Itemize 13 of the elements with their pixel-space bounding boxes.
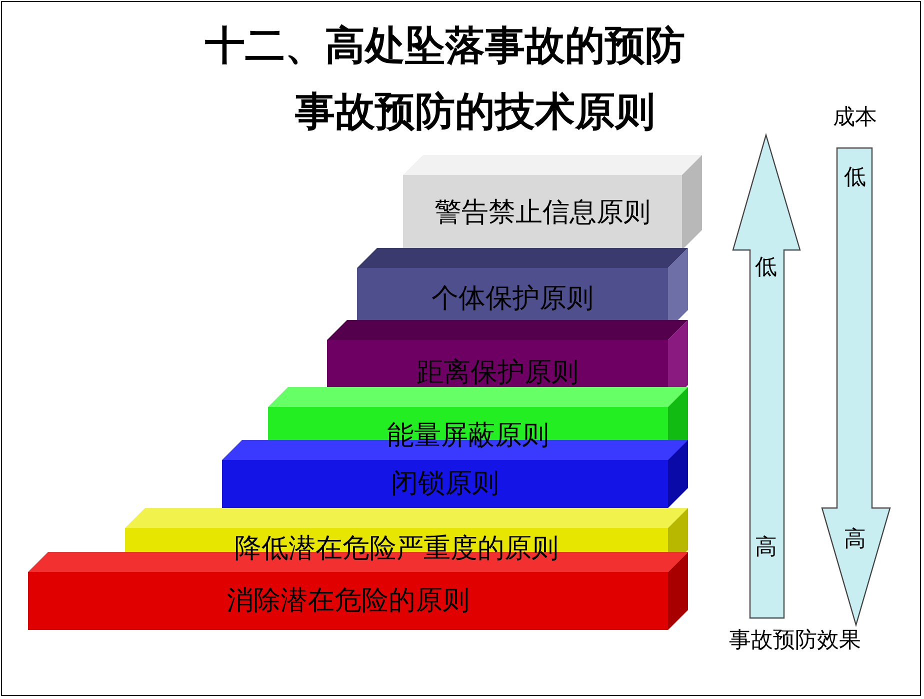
axis-label: 事故预防效果 (729, 628, 861, 654)
title: 十二、高处坠落事故的预防 (205, 24, 685, 68)
step-label: 距离保护原则 (416, 358, 578, 388)
step-label: 闭锁原则 (391, 469, 499, 499)
subtitle: 事故预防的技术原则 (295, 90, 655, 134)
arrow-label: 低 (755, 256, 777, 280)
arrow-label: 高 (755, 536, 777, 560)
arrow-label: 高 (844, 528, 866, 552)
axis-label: 成本 (833, 106, 877, 130)
arrow-label: 低 (844, 166, 866, 190)
step-label: 警告禁止信息原则 (434, 198, 650, 228)
step-label: 消除潜在危险的原则 (226, 586, 470, 616)
step-label: 个体保护原则 (432, 284, 594, 314)
